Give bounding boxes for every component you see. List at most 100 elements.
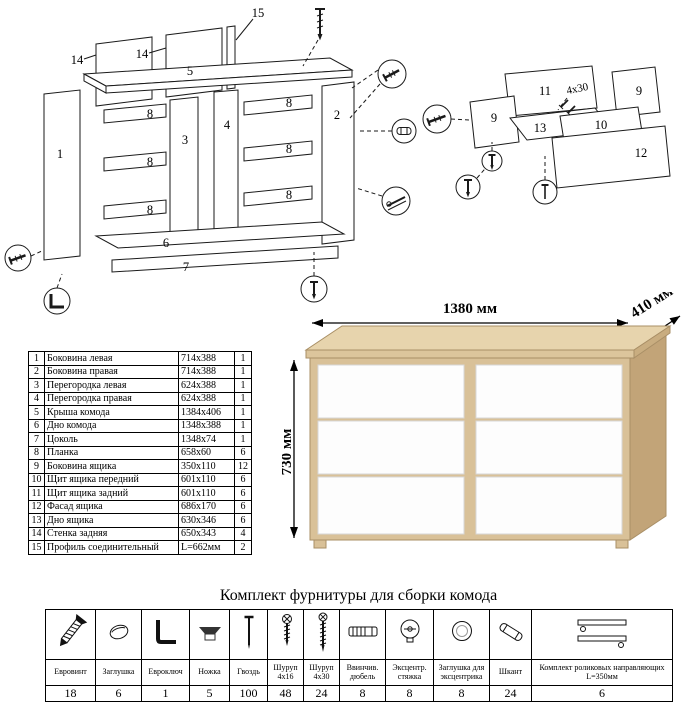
part-num: 3 <box>28 378 45 393</box>
hardware-icon-cell <box>45 609 96 660</box>
part-name: Боковина ящика <box>44 459 179 474</box>
part-name: Боковина левая <box>44 351 179 366</box>
hardware-qty: 24 <box>489 685 532 702</box>
part-size: 686x170 <box>178 499 235 514</box>
plank <box>243 185 313 207</box>
screw-icon <box>315 8 325 41</box>
part-label: 11 <box>539 84 551 98</box>
plank <box>103 199 167 220</box>
part-size: 1348x74 <box>178 432 235 447</box>
hardware-qty: 8 <box>433 685 490 702</box>
part-num: 12 <box>28 499 45 514</box>
plank <box>103 103 167 124</box>
right-side-panel <box>321 81 355 245</box>
hardware-icon-cell <box>531 609 673 660</box>
part-size: 650x343 <box>178 526 235 541</box>
part-num: 5 <box>28 405 45 420</box>
part-label: 13 <box>534 121 547 135</box>
drawer-front <box>317 420 465 475</box>
hardware-qty-row: 18 6 1 5 100 48 24 8 8 8 24 6 <box>45 685 673 702</box>
hardware-qty: 6 <box>531 685 673 702</box>
svg-text:410 мм: 410 мм <box>628 292 676 322</box>
part-qty: 4 <box>234 526 252 541</box>
hardware-name-row: Евровинт Заглушка Евроключ Ножка Гвоздь … <box>45 659 673 686</box>
screw-icon <box>464 179 472 198</box>
hardware-qty: 1 <box>141 685 190 702</box>
drawer-front <box>317 364 465 419</box>
partition-left <box>169 96 199 236</box>
part-size: 601x110 <box>178 472 235 487</box>
part-size: L=662мм <box>178 540 235 555</box>
hardware-name: Комплект роликовых направляющих L=350мм <box>531 659 673 686</box>
part-size: 350x110 <box>178 459 235 474</box>
hardware-icon-cell <box>141 609 190 660</box>
part-num: 4 <box>28 391 45 406</box>
dresser-render: 1380 мм 730 мм 410 мм <box>282 292 681 549</box>
hardware-qty: 8 <box>385 685 434 702</box>
svg-text:730 мм: 730 мм <box>282 429 295 476</box>
part-qty: 6 <box>234 513 252 528</box>
hardware-icon-cell <box>95 609 142 660</box>
dresser-top-edge <box>305 349 635 359</box>
slide-rail-icon <box>386 196 407 211</box>
drawer-front <box>475 476 623 535</box>
part-label: 8 <box>286 96 292 110</box>
drawer-facade-panel <box>551 125 671 189</box>
screw-icon <box>488 154 496 171</box>
dresser-side <box>629 334 667 541</box>
drawer-side-panel <box>611 66 661 118</box>
part-name: Цоколь <box>44 432 179 447</box>
screw-icon <box>310 281 318 300</box>
part-qty: 12 <box>234 459 252 474</box>
hardware-icon-cell <box>433 609 490 660</box>
hardware-name: Шуруп 4x30 <box>303 659 340 686</box>
drawer-side-panel <box>469 95 520 149</box>
hardware-icon-cell <box>303 609 340 660</box>
euro-screw-callout <box>422 104 452 134</box>
hardware-name: Евроключ <box>141 659 190 686</box>
part-num: 6 <box>28 418 45 433</box>
screw-callout <box>300 275 328 303</box>
euro-screw-icon <box>59 613 87 647</box>
part-name: Фасад ящика <box>44 499 179 514</box>
roller-guides-icon <box>577 619 627 648</box>
plank <box>103 151 167 172</box>
part-size: 630x346 <box>178 513 235 528</box>
hardware-icon-cell <box>267 609 304 660</box>
cam-lock-icon <box>400 619 419 643</box>
part-label: 15 <box>252 6 265 20</box>
part-name: Щит ящика задний <box>44 486 179 501</box>
dresser-top <box>304 325 672 351</box>
hardware-name: Евровинт <box>45 659 96 686</box>
part-label: 9 <box>491 111 497 125</box>
part-qty: 6 <box>234 445 252 460</box>
hardware-icon-cell <box>229 609 268 660</box>
partition-right <box>213 89 239 233</box>
screw-icon <box>282 614 292 646</box>
width-dimension: 1380 мм <box>312 301 628 327</box>
hardware-name: Заглушка <box>95 659 142 686</box>
part-num: 15 <box>28 540 45 555</box>
hardware-qty: 8 <box>339 685 386 702</box>
drawer-front <box>475 420 623 475</box>
part-label: 4 <box>224 118 231 132</box>
euro-key-icon <box>155 620 176 644</box>
euro-key-callout <box>43 287 71 315</box>
hardware-name: Эксцентр. стяжка <box>385 659 434 686</box>
plinth-panel <box>111 245 339 273</box>
hardware-qty: 18 <box>45 685 96 702</box>
part-label: 8 <box>286 142 292 156</box>
part-label: 3 <box>182 133 188 147</box>
screw-size-label: 4x30 <box>565 81 590 97</box>
part-qty: 1 <box>234 391 252 406</box>
part-label: 8 <box>147 203 153 217</box>
part-name: Крыша комода <box>44 405 179 420</box>
